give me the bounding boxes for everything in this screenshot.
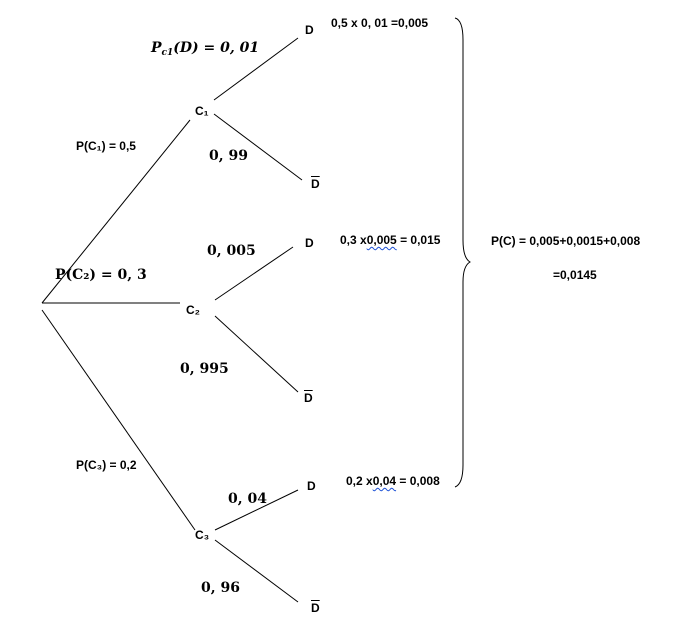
branch-c1-d [213, 37, 299, 101]
product-2-c: = 0,015 [396, 233, 441, 247]
branch-c1-dbar [213, 113, 303, 181]
label-pc1-d-p: P [151, 40, 162, 56]
label-c1-dbar: 0, 99 [209, 148, 248, 164]
label-p-c3: P(C₃) = 0,2 [76, 458, 137, 472]
result-line-1: P(C) = 0,005+0,0015+0,008 [491, 234, 641, 248]
node-d-3: D [307, 479, 316, 493]
product-3-a: 0,2 x [346, 474, 373, 488]
product-3-c: = 0,008 [396, 474, 440, 488]
label-c3-dbar: 0, 96 [201, 580, 240, 596]
label-c2-d: 0, 005 [207, 243, 256, 259]
curly-brace [454, 17, 472, 488]
node-dbar-2: D [304, 391, 313, 405]
node-c1: C₁ [195, 104, 209, 118]
product-2: 0,3 x0,005 = 0,015 [340, 233, 440, 247]
label-pc1-d-sub: c1 [161, 48, 174, 58]
product-2-b: 0,005 [366, 233, 397, 247]
label-pc1-d: Pc1(D) = 0, 01 [151, 40, 259, 58]
branch-c2-d [214, 246, 294, 301]
product-3-b: 0,04 [372, 474, 397, 488]
label-p-c1: P(C₁) = 0,5 [76, 139, 136, 153]
branch-root-c3 [41, 309, 196, 531]
result-line-2: =0,0145 [553, 268, 597, 282]
node-dbar-1: D [311, 177, 320, 191]
label-c3-d: 0, 04 [228, 491, 267, 507]
label-c2-dbar: 0, 995 [180, 361, 229, 377]
node-d-1: D [305, 23, 314, 37]
node-c3: C₃ [195, 528, 210, 542]
node-c2: C₂ [186, 303, 200, 317]
label-p-c2: P(C₂) = 0, 3 [55, 267, 147, 283]
label-pc1-d-rest: (D) = 0, 01 [173, 40, 260, 56]
branch-root-c1 [41, 119, 191, 304]
node-d-2: D [305, 236, 314, 250]
product-3: 0,2 x0,04 = 0,008 [346, 474, 440, 488]
branch-c3-dbar [214, 539, 299, 603]
branch-c3-d [214, 489, 299, 531]
product-1: 0,5 x 0, 01 =0,005 [331, 16, 429, 30]
branch-c2-dbar [214, 315, 299, 393]
product-2-a: 0,3 x [340, 233, 367, 247]
node-dbar-3: D [311, 601, 320, 615]
